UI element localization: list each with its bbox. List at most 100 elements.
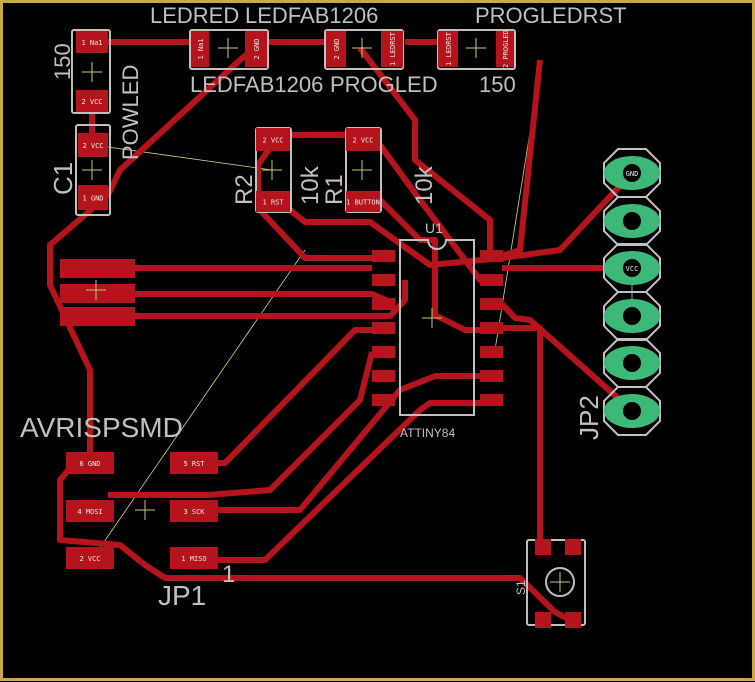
pad-copper (480, 322, 503, 334)
pad-copper (60, 307, 135, 326)
pad-label: 4 MOSI (77, 508, 102, 516)
smd-pad (565, 539, 581, 555)
jp2-drill (623, 354, 641, 372)
s1-name: S1 (514, 580, 528, 595)
jp1-pin1-marker: 1 (222, 561, 235, 588)
pad-copper (191, 31, 209, 67)
pad-copper (438, 31, 458, 67)
pad-copper (170, 452, 218, 474)
pad-copper (170, 547, 218, 569)
jp2-drill (623, 212, 641, 230)
pad-copper (78, 185, 108, 210)
jp1-value: AVRISPSMD (20, 412, 183, 443)
ledred-name: LEDRED (150, 3, 239, 28)
pad-label: 2 PROGLED (502, 30, 510, 68)
s1-actuator (545, 567, 575, 597)
pad-label: 1 RST (262, 199, 284, 207)
smd-pad (372, 346, 395, 358)
pad-label: 2 VCC (352, 137, 373, 145)
smd-pad: 1 Na1 (76, 31, 108, 53)
ledred-outline (189, 29, 269, 70)
progled-value: LEDFAB1206 (190, 72, 323, 97)
pad-label: 2 GND (253, 38, 261, 59)
pad-label: 5 RST (183, 460, 205, 468)
pad-label: 1 Na1 (197, 38, 205, 59)
smd-pad (372, 370, 395, 382)
pad-copper (565, 612, 581, 628)
pad-label: 1 MISO (181, 555, 206, 563)
smd-pad (535, 612, 551, 628)
smd-pad: 1 RST (256, 191, 290, 212)
powled-value: 150 (50, 43, 75, 80)
smd-pad: 2 VCC (78, 133, 108, 157)
copper-trace (135, 280, 408, 319)
smd-pad (565, 612, 581, 628)
smd-pad: 3 SCK (170, 500, 218, 522)
pad-label: 1 Na1 (81, 39, 102, 47)
pad-label: 1 BUTTON (346, 199, 380, 207)
r2-value: 10k (297, 165, 324, 205)
pad-copper (372, 298, 395, 310)
pad-copper (170, 500, 218, 522)
smd-pad: 2 VCC (256, 128, 290, 151)
pad-copper (60, 284, 135, 303)
smd-pad (480, 394, 503, 406)
pad-copper (480, 274, 503, 286)
pad-copper (372, 274, 395, 286)
pad-copper (372, 322, 395, 334)
progledrst-name: PROGLEDRST (475, 3, 627, 28)
smd-pad: 6 GND (66, 452, 114, 474)
pad-copper (66, 547, 114, 569)
pad-copper (76, 90, 108, 112)
jp2-pad-label: VCC (626, 265, 639, 273)
pad-copper (535, 539, 551, 555)
copper-trace (288, 170, 635, 268)
origin-cross-icon (135, 500, 155, 520)
smd-pad: 1 BUTTON (346, 191, 380, 212)
pad-copper (480, 346, 503, 358)
smd-pad (480, 298, 503, 310)
pad-label: 3 SCK (183, 508, 205, 516)
pad-copper (245, 31, 267, 67)
origin-cross-icon (82, 62, 102, 82)
pad-label: 6 GND (79, 460, 100, 468)
u1-value: ATTINY84 (400, 426, 455, 440)
pad-label: 2 VCC (81, 98, 102, 106)
pad-copper (480, 298, 503, 310)
pad-copper (372, 250, 395, 262)
origin-cross-icon (86, 280, 106, 300)
pad-copper (256, 128, 290, 151)
copper-trace (108, 351, 375, 498)
u1-outline (399, 239, 475, 416)
r1-value: 10k (411, 165, 438, 205)
smd-pad: 1 MISO (170, 547, 218, 569)
jp2-pad-label: GND (626, 170, 639, 178)
pad-copper (480, 250, 503, 262)
pad-copper (326, 31, 346, 67)
pad-copper (346, 191, 380, 212)
pad-copper (66, 452, 114, 474)
jp1-name: JP1 (158, 580, 206, 611)
powled-name: POWLED (118, 65, 143, 160)
smd-pad: 1 Na1 (191, 31, 209, 67)
pad-copper (372, 346, 395, 358)
smd-pad: 1 GND (78, 185, 108, 210)
copper-trace (218, 400, 480, 563)
jp2-name: JP2 (574, 395, 604, 440)
ledred-value: LEDFAB1206 (245, 3, 378, 28)
smd-pad (480, 322, 503, 334)
pad-label: 1 GND (82, 195, 103, 203)
pad-label: 1 LEDRST (389, 31, 397, 66)
u1-name: U1 (425, 220, 443, 236)
smd-pad: 5 RST (170, 452, 218, 474)
pad-copper (496, 31, 514, 67)
jp2-drill (623, 164, 641, 182)
pad-label: 1 LEDRST (445, 31, 453, 66)
s1-outline (526, 539, 586, 626)
smd-pad (60, 284, 135, 303)
pad-copper (256, 191, 290, 212)
copper-trace (218, 327, 372, 466)
smd-pad (480, 346, 503, 358)
